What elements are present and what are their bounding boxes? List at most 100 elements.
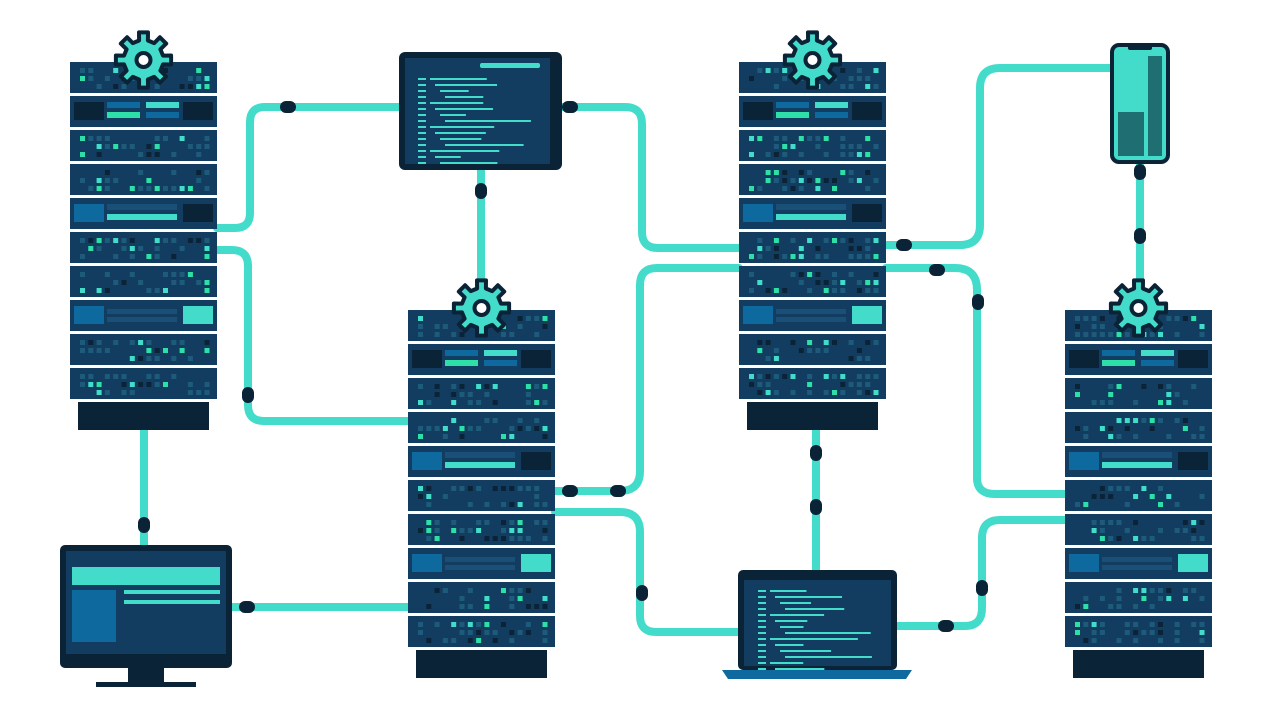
status-led bbox=[534, 418, 540, 423]
status-led bbox=[1141, 486, 1147, 491]
status-led bbox=[426, 520, 432, 525]
status-led bbox=[204, 390, 210, 395]
server-unit bbox=[1065, 446, 1212, 477]
status-led bbox=[1108, 494, 1114, 499]
cable-connector bbox=[810, 445, 822, 461]
status-led bbox=[121, 382, 127, 387]
status-led bbox=[426, 638, 432, 643]
status-led bbox=[509, 520, 515, 525]
slot bbox=[183, 102, 213, 120]
status-led bbox=[451, 384, 457, 389]
status-led bbox=[865, 254, 871, 259]
status-led bbox=[1182, 426, 1188, 431]
status-led bbox=[138, 186, 144, 191]
slot bbox=[412, 452, 442, 470]
status-led bbox=[542, 596, 548, 601]
cable-connector bbox=[562, 101, 578, 113]
status-led bbox=[88, 374, 94, 379]
server-unit bbox=[739, 266, 886, 297]
status-led bbox=[1099, 332, 1105, 337]
bar bbox=[1102, 452, 1172, 458]
status-led bbox=[848, 272, 854, 277]
status-led bbox=[113, 68, 119, 73]
status-led bbox=[104, 238, 110, 243]
status-led bbox=[418, 400, 423, 405]
status-led bbox=[749, 272, 754, 277]
status-led bbox=[1166, 588, 1172, 593]
status-led bbox=[1158, 638, 1163, 643]
tablet-screen bbox=[405, 58, 550, 164]
status-led bbox=[154, 348, 160, 353]
status-led bbox=[1083, 638, 1089, 643]
status-led bbox=[204, 76, 210, 81]
status-led bbox=[1199, 630, 1205, 635]
status-led bbox=[815, 246, 821, 251]
status-led bbox=[204, 136, 210, 141]
status-led bbox=[757, 68, 763, 73]
status-led bbox=[138, 340, 144, 345]
status-led bbox=[426, 426, 432, 431]
status-led bbox=[1075, 604, 1080, 609]
status-led bbox=[204, 144, 210, 149]
status-led bbox=[1158, 418, 1163, 423]
status-led bbox=[451, 528, 457, 533]
status-led bbox=[1091, 332, 1097, 337]
slot bbox=[743, 204, 773, 222]
status-led bbox=[542, 630, 548, 635]
status-led bbox=[418, 486, 423, 491]
code-line bbox=[758, 608, 766, 610]
unit-panel bbox=[1065, 616, 1212, 647]
status-led bbox=[517, 630, 523, 635]
status-led bbox=[1091, 494, 1097, 499]
status-led bbox=[1116, 520, 1122, 525]
status-led bbox=[121, 390, 127, 395]
status-led bbox=[104, 186, 110, 191]
status-led bbox=[80, 178, 85, 183]
status-led bbox=[534, 604, 540, 609]
status-led bbox=[154, 254, 160, 259]
status-led bbox=[129, 144, 135, 149]
bar bbox=[815, 102, 848, 108]
status-led bbox=[1075, 324, 1080, 329]
server-unit bbox=[408, 378, 555, 409]
gear-icon bbox=[782, 30, 843, 90]
status-led bbox=[1191, 520, 1197, 525]
tablet bbox=[399, 52, 562, 170]
status-led bbox=[1124, 426, 1130, 431]
status-led bbox=[1133, 434, 1139, 439]
status-led bbox=[790, 340, 796, 345]
status-led bbox=[798, 254, 804, 259]
status-led bbox=[476, 630, 482, 635]
status-led bbox=[807, 348, 813, 353]
status-led bbox=[451, 332, 457, 337]
status-led bbox=[873, 144, 879, 149]
status-led bbox=[492, 400, 498, 405]
status-led bbox=[418, 528, 423, 533]
status-led bbox=[807, 178, 813, 183]
chart-bar bbox=[1118, 112, 1144, 156]
status-led bbox=[856, 390, 862, 395]
status-led bbox=[451, 392, 457, 397]
status-led bbox=[517, 596, 523, 601]
status-led bbox=[88, 68, 94, 73]
status-led bbox=[179, 84, 185, 89]
status-led bbox=[146, 186, 152, 191]
status-led bbox=[113, 84, 119, 89]
status-led bbox=[1174, 528, 1180, 533]
slot bbox=[521, 554, 551, 572]
status-led bbox=[807, 382, 813, 387]
status-led bbox=[154, 246, 160, 251]
status-led bbox=[1116, 332, 1122, 337]
status-led bbox=[476, 426, 482, 431]
bar bbox=[484, 350, 517, 356]
code-line bbox=[430, 102, 484, 104]
status-led bbox=[129, 246, 135, 251]
cable-connector bbox=[562, 485, 578, 497]
status-led bbox=[418, 316, 423, 321]
status-led bbox=[1158, 502, 1163, 507]
status-led bbox=[840, 390, 846, 395]
status-led bbox=[1191, 316, 1197, 321]
bar bbox=[484, 360, 517, 366]
cable-connector bbox=[1134, 228, 1146, 244]
server-unit bbox=[1065, 412, 1212, 443]
